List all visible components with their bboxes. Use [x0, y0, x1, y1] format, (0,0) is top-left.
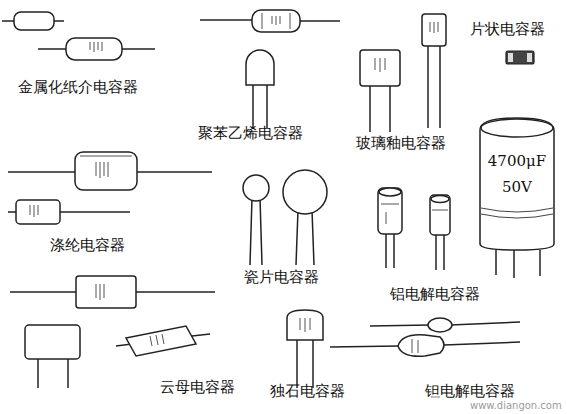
- lead-wire: [137, 171, 212, 173]
- lead-wire: [435, 235, 437, 270]
- capacitor-name: 聚苯乙烯电容器: [198, 126, 303, 141]
- chip-terminal: [508, 53, 513, 62]
- electrolytic-capacitor-top: [431, 196, 449, 203]
- lead-wire: [200, 19, 252, 21]
- body-marking: [90, 42, 102, 52]
- lead-wire: [370, 325, 430, 326]
- lead-wire: [136, 291, 215, 293]
- mica-capacitor-body: [25, 325, 80, 359]
- lead-wire: [38, 48, 66, 50]
- body-marking: [262, 13, 290, 29]
- capacitor-name: 独石电容器: [270, 384, 345, 399]
- body-marking: [80, 156, 132, 178]
- lead-wire: [2, 20, 14, 22]
- body-marking: [96, 284, 104, 300]
- lead-wire: [539, 250, 541, 276]
- tantalum-capacitor-body: [428, 318, 452, 332]
- electrolytic-capacitor-body: [378, 188, 402, 234]
- body-marking: [381, 204, 399, 224]
- capacitor-name: 瓷片电容器: [244, 270, 319, 285]
- lead-wire: [54, 20, 64, 22]
- paper-capacitor-body: [14, 12, 54, 30]
- lead-wire: [10, 291, 76, 293]
- glass-capacitor-body: [360, 50, 400, 86]
- watermark: www.diangon.com: [470, 401, 562, 411]
- capacitor-name: 钽电解电容器: [425, 384, 515, 399]
- capacitor-can-top: [481, 119, 553, 137]
- lead-wire: [369, 86, 371, 132]
- lead-wire: [389, 86, 391, 132]
- capacitor-name: 玻璃釉电容器: [356, 136, 446, 151]
- lead-wire: [260, 198, 262, 265]
- polystyrene-capacitor-body: [252, 10, 300, 32]
- capacitor-name: 涤纶电容器: [50, 238, 125, 253]
- chip-capacitor-body: [506, 51, 534, 64]
- body-marking: [150, 334, 164, 346]
- polyester-capacitor-body: [16, 200, 60, 224]
- lead-wire: [296, 210, 298, 265]
- body-marking: [430, 22, 438, 33]
- body-marking: [375, 58, 385, 72]
- sleeve-groove: [481, 208, 553, 218]
- lead-wire: [513, 250, 515, 278]
- capacitor-name: 片状电容器: [470, 22, 545, 37]
- lead-wire: [427, 46, 429, 128]
- body-marking: [30, 205, 38, 217]
- capacitor-name: 金属化纸介电容器: [18, 80, 138, 95]
- lead-wire: [8, 171, 75, 173]
- ceramic-capacitor-disc: [243, 175, 269, 201]
- body-marking: [432, 210, 448, 211]
- paper-capacitor-body: [66, 38, 122, 60]
- lead-wire: [385, 234, 387, 268]
- lead-wire: [450, 322, 520, 325]
- lead-wire: [330, 346, 399, 347]
- rating-text: 50V: [478, 178, 556, 196]
- lead-wire: [37, 359, 39, 388]
- electrolytic-capacitor-top: [379, 188, 401, 196]
- capacitor-name: 铝电解电容器: [390, 287, 480, 302]
- lead-wire: [300, 20, 340, 22]
- lead-wire: [192, 334, 210, 336]
- lead-wire: [296, 340, 298, 388]
- lead-wire: [250, 198, 252, 265]
- lead-wire: [393, 234, 395, 268]
- lead-wire: [439, 46, 441, 128]
- lead-wire: [67, 359, 69, 388]
- glass-capacitor-body: [422, 14, 446, 46]
- lead-wire: [312, 210, 314, 265]
- lead-wire: [60, 211, 130, 213]
- capacitor-name: 云母电容器: [160, 380, 235, 395]
- lead-wire: [444, 342, 520, 345]
- lead-wire: [8, 211, 16, 213]
- lead-wire: [266, 84, 268, 128]
- tantalum-capacitor-body: [398, 335, 444, 357]
- chip-terminal: [527, 53, 532, 62]
- lead-wire: [495, 250, 497, 275]
- polyester-capacitor-body: [75, 152, 137, 190]
- monolithic-capacitor-body: [287, 310, 323, 340]
- lead-wire: [122, 48, 155, 50]
- rating-text: 4700μF: [478, 152, 556, 170]
- polystyrene-capacitor-body: [246, 50, 274, 85]
- mica-capacitor-body: [76, 276, 136, 308]
- electrolytic-capacitor-body: [430, 195, 450, 235]
- lead-wire: [252, 84, 254, 128]
- body-marking: [300, 318, 310, 332]
- electrolytic-capacitor-can: 4700μF 50V: [478, 116, 556, 252]
- lead-wire: [312, 340, 314, 388]
- mica-capacitor-body: [126, 326, 196, 356]
- ceramic-capacitor-disc: [283, 170, 327, 214]
- body-marking: [412, 339, 418, 353]
- lead-wire: [443, 235, 445, 270]
